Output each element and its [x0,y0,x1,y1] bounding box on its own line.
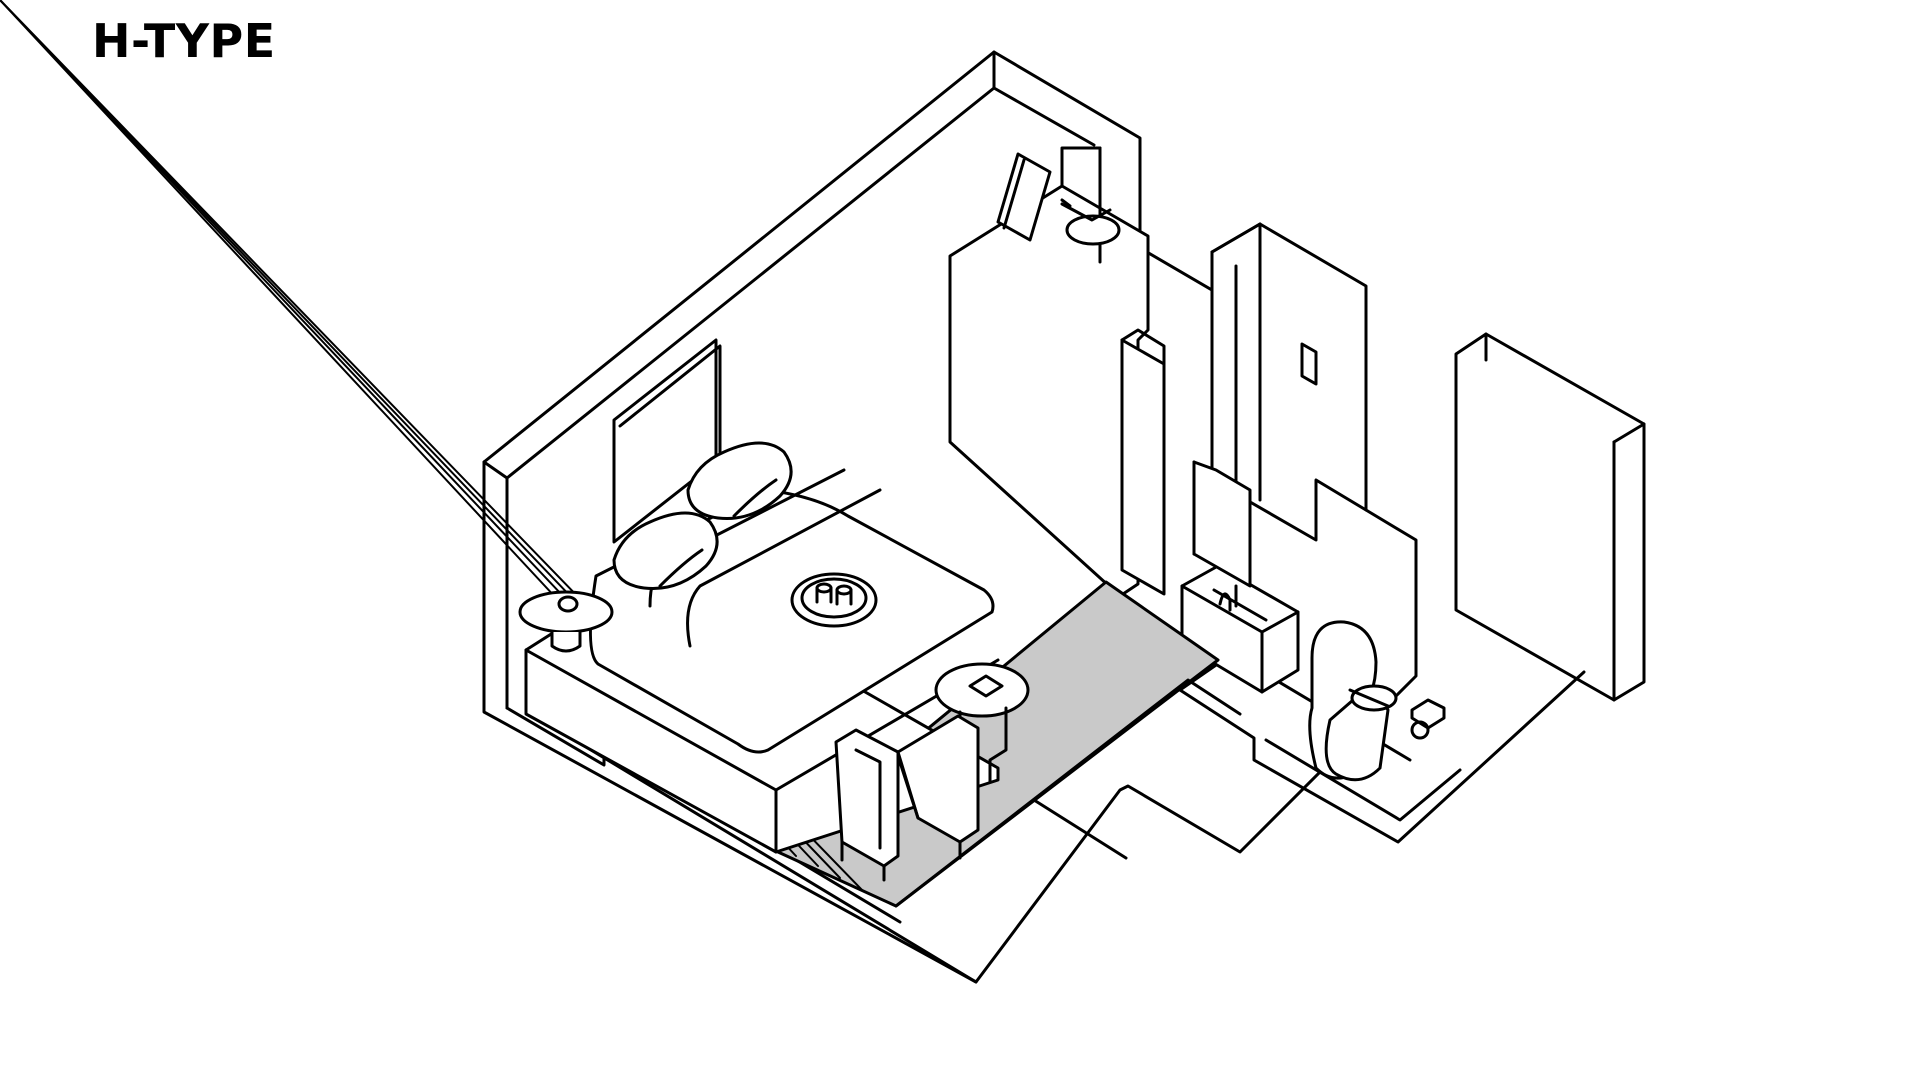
right-panel [1454,332,1646,702]
bed-tray [790,572,878,628]
armchair [834,714,980,882]
side-table [934,662,1030,788]
vanity-mirror [1192,460,1252,588]
room-type-title: H-TYPE [92,14,276,68]
light-switch [1300,342,1318,386]
bathroom-partition [948,146,1166,598]
wardrobe [1210,222,1368,542]
mirror-frame [996,152,1052,242]
toilet-paper-holder [1410,698,1446,740]
pillow-left [612,511,719,591]
toilet [1308,620,1398,782]
shower-fixture [1060,198,1121,246]
nightstand [518,590,614,653]
pillow-right [686,441,793,521]
corridor-floor [894,678,1242,908]
